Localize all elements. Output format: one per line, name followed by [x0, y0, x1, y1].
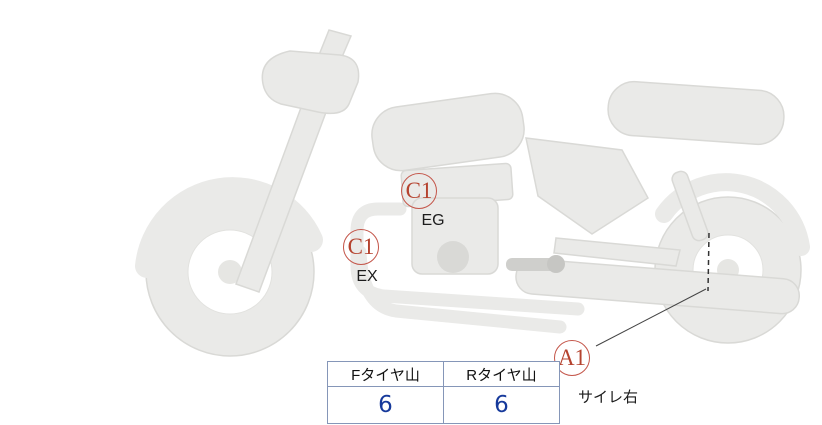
- tire-table-header-row: Fタイヤ山 Rタイヤ山: [327, 361, 560, 387]
- tire-table-value-row: 6 6: [327, 386, 560, 424]
- engine-case: [437, 241, 469, 273]
- annotation-label-exhaust: EX: [356, 268, 378, 285]
- annotation-pointer-line: [595, 288, 707, 347]
- annotation-label-engine: EG: [421, 212, 445, 229]
- tire-table-header-rear: Rタイヤ山: [443, 361, 560, 387]
- side-cover: [525, 137, 649, 235]
- muffler-dashed-line: [707, 232, 710, 292]
- swingarm: [553, 237, 681, 267]
- tire-tread-table: Fタイヤ山 Rタイヤ山 6 6: [327, 361, 560, 424]
- annotation-code-exhaust: C1: [343, 229, 379, 265]
- muffler: [515, 258, 801, 315]
- foot-peg-knob: [547, 255, 565, 273]
- tire-table-header-front: Fタイヤ山: [327, 361, 444, 387]
- annotation-label-muffler: サイレ右: [577, 389, 638, 406]
- annotation-code-engine: C1: [401, 173, 437, 209]
- seat: [607, 80, 785, 146]
- tire-table-value-front: 6: [327, 386, 444, 424]
- engine-block: [411, 197, 499, 275]
- tire-table-value-rear: 6: [443, 386, 560, 424]
- fuel-tank: [371, 92, 525, 172]
- annotation-code-muffler: A1: [554, 340, 590, 376]
- handlebar-cluster: [261, 50, 360, 115]
- rear-shock: [671, 170, 709, 242]
- foot-peg-bar: [506, 258, 560, 271]
- front-fender: [135, 177, 323, 278]
